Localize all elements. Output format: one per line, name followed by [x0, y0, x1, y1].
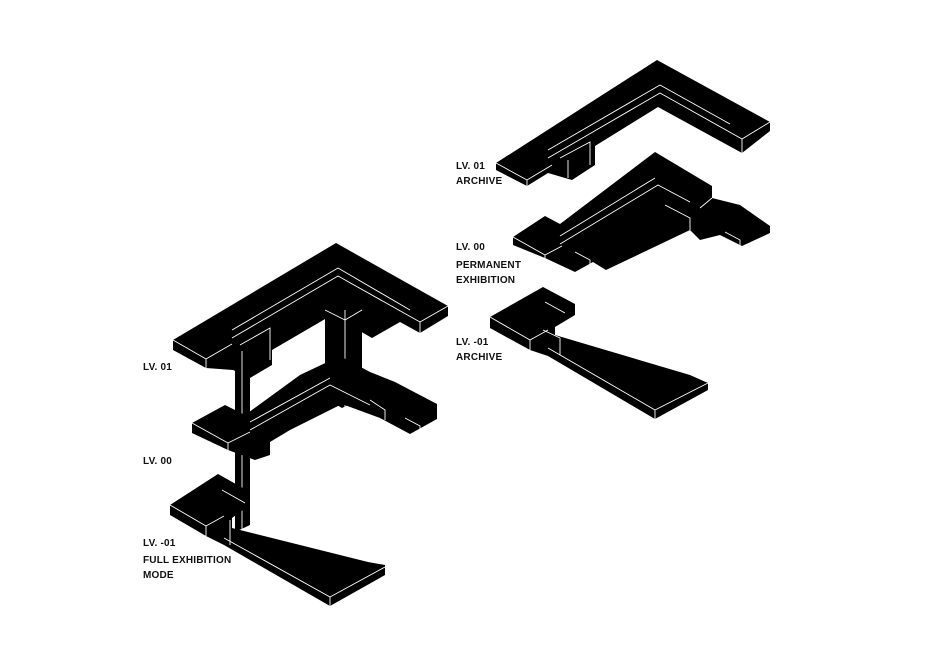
- left-level-m01-block: [169, 474, 386, 606]
- right-level-00-permanent-exhibition-block: [512, 152, 770, 272]
- level-number: LV. -01: [143, 538, 176, 549]
- level-name-line2: EXHIBITION: [456, 275, 516, 286]
- level-number: LV. 00: [456, 242, 485, 253]
- left-level-00-block: [191, 356, 437, 460]
- level-number: LV. 01: [456, 161, 485, 172]
- level-name-line1: PERMANENT: [456, 260, 522, 271]
- mode-line2: MODE: [143, 570, 174, 581]
- left-level-00-label: LV. 00: [143, 456, 172, 467]
- level-number: LV. -01: [456, 337, 489, 348]
- level-name: ARCHIVE: [456, 176, 503, 187]
- right-level-m01-label: LV. -01 ARCHIVE: [456, 335, 502, 365]
- left-level-01-label: LV. 01: [143, 362, 172, 373]
- right-level-m01-archive-block: [489, 287, 709, 419]
- right-level-01-archive-block: [495, 60, 771, 186]
- right-level-00-label: LV. 00 PERMANENT EXHIBITION: [456, 240, 521, 288]
- right-level-01-label: LV. 01 ARCHIVE: [456, 159, 502, 189]
- level-name: ARCHIVE: [456, 352, 503, 363]
- mode-line1: FULL EXHIBITION: [143, 555, 232, 566]
- left-level-01-block: [172, 243, 449, 378]
- left-level-m01-label: LV. -01 FULL EXHIBITION MODE: [143, 536, 231, 583]
